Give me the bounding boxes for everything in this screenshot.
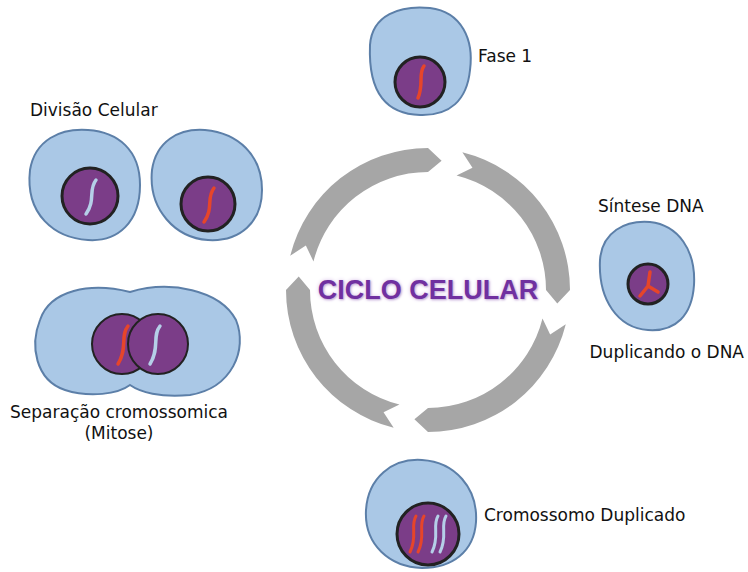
stage-label: Duplicando o DNA — [590, 342, 744, 363]
stage-label: Divisão Celular — [30, 100, 158, 121]
cell-dna-synthesis — [600, 222, 694, 330]
stage-label: Separação cromossomica (Mitose) — [4, 402, 234, 445]
stage-label: Cromossomo Duplicado — [484, 505, 685, 526]
cycle-ring — [286, 148, 570, 432]
stage-label: Síntese DNA — [598, 196, 704, 217]
cycle-arrow — [290, 148, 441, 261]
cell-duplicated-chromosome — [366, 460, 476, 568]
cell-mitosis — [35, 287, 240, 396]
stage-label: Fase 1 — [478, 46, 532, 67]
cycle-title: CICLO CELULAR — [318, 275, 538, 306]
cycle-arrow — [414, 319, 565, 432]
cell-phase-1 — [370, 7, 471, 115]
cell-division — [29, 130, 262, 240]
